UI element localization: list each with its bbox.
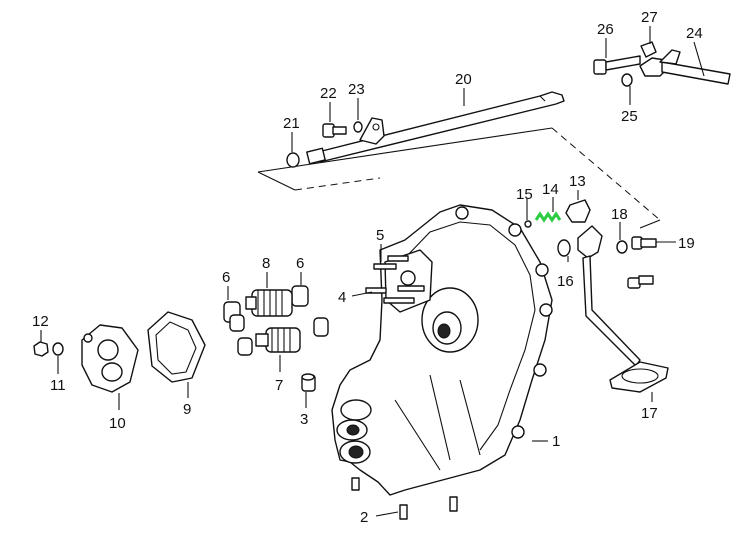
label-10: 10 — [109, 415, 126, 432]
label-20: 20 — [455, 71, 472, 88]
label-15: 15 — [516, 186, 533, 203]
label-23: 23 — [348, 81, 365, 98]
label-22: 22 — [320, 85, 337, 102]
part-24-lever[interactable] — [639, 49, 731, 85]
label-8: 8 — [262, 255, 270, 272]
part-26-bolt[interactable] — [593, 55, 641, 75]
label-27: 27 — [641, 9, 658, 26]
label-9: 9 — [183, 401, 191, 418]
part-1-main-housing[interactable] — [331, 204, 553, 496]
label-6-right: 6 — [296, 255, 304, 272]
label-25: 25 — [621, 108, 638, 125]
part-19-bolts[interactable] — [627, 236, 657, 289]
label-16: 16 — [557, 273, 574, 290]
label-13: 13 — [569, 173, 586, 190]
part-4-5-studs[interactable] — [365, 255, 425, 304]
part-22-bolt[interactable] — [322, 123, 347, 138]
label-26: 26 — [597, 21, 614, 38]
part-2-studs[interactable] — [351, 477, 458, 520]
part-8-gear-upper[interactable] — [245, 289, 293, 317]
callout-labels: 1 2 3 4 5 6 6 7 8 9 10 11 12 13 14 15 16… — [32, 9, 703, 526]
label-18: 18 — [611, 206, 628, 223]
part-12-nut[interactable] — [33, 341, 49, 357]
label-4: 4 — [338, 289, 346, 306]
label-11: 11 — [50, 377, 66, 394]
part-9-gasket[interactable] — [147, 311, 206, 383]
part-11-washer[interactable] — [52, 342, 64, 356]
part-7-gear-lower[interactable] — [255, 327, 301, 353]
part-10-pump-cover[interactable] — [81, 324, 139, 393]
part-27-washer[interactable] — [640, 41, 657, 58]
part-25-o-ring[interactable] — [621, 73, 633, 87]
part-23-washer[interactable] — [353, 121, 363, 133]
part-3-bushing[interactable] — [301, 373, 316, 392]
part-14-spring[interactable] — [534, 211, 562, 223]
label-21: 21 — [283, 115, 300, 132]
part-16-o-ring[interactable] — [557, 239, 571, 257]
part-20-shift-rod[interactable] — [306, 91, 565, 165]
label-2: 2 — [360, 509, 368, 526]
part-13-plug[interactable] — [565, 199, 591, 223]
part-17-pickup-tube[interactable] — [577, 225, 669, 393]
label-1: 1 — [552, 433, 560, 450]
label-7: 7 — [275, 377, 283, 394]
label-14: 14 — [542, 181, 559, 198]
part-21-o-ring[interactable] — [286, 152, 300, 168]
reference-plane — [257, 127, 661, 229]
part-6-bushings[interactable] — [223, 285, 329, 356]
leader-lines — [40, 26, 705, 517]
part-18-washer[interactable] — [616, 240, 628, 254]
label-3: 3 — [300, 411, 308, 428]
part-15-ball[interactable] — [524, 220, 532, 228]
label-17: 17 — [641, 405, 658, 422]
label-12: 12 — [32, 313, 49, 330]
label-19: 19 — [678, 235, 695, 252]
label-5: 5 — [376, 227, 384, 244]
label-6-left: 6 — [222, 269, 230, 286]
label-24: 24 — [686, 25, 703, 42]
